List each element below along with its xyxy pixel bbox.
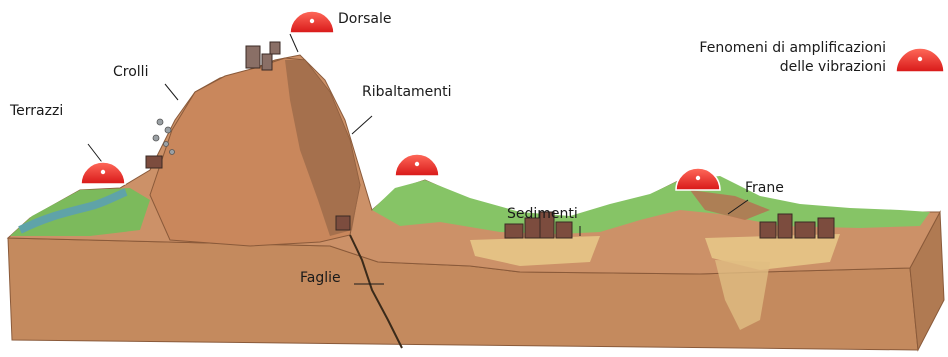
amplification-dome-icon	[676, 168, 720, 190]
amplification-dome-icon	[290, 11, 334, 33]
label-terrazzi: Terrazzi	[10, 103, 63, 119]
label-sedimenti: Sedimenti	[507, 206, 578, 222]
legend-line-2: delle vibrazioni	[699, 58, 886, 77]
amplification-dome-icon	[395, 154, 439, 176]
label-ribaltamenti: Ribaltamenti	[362, 84, 452, 100]
label-frane: Frane	[745, 180, 784, 196]
label-dorsale: Dorsale	[338, 11, 391, 27]
amplification-dome-icon	[81, 162, 125, 184]
label-faglie: Faglie	[300, 270, 341, 286]
legend-line-1: Fenomeni di amplificazioni	[699, 39, 886, 58]
legend-dome-icon	[896, 48, 944, 72]
legend-text: Fenomeni di amplificazioni delle vibrazi…	[699, 39, 886, 77]
label-crolli: Crolli	[113, 64, 148, 80]
